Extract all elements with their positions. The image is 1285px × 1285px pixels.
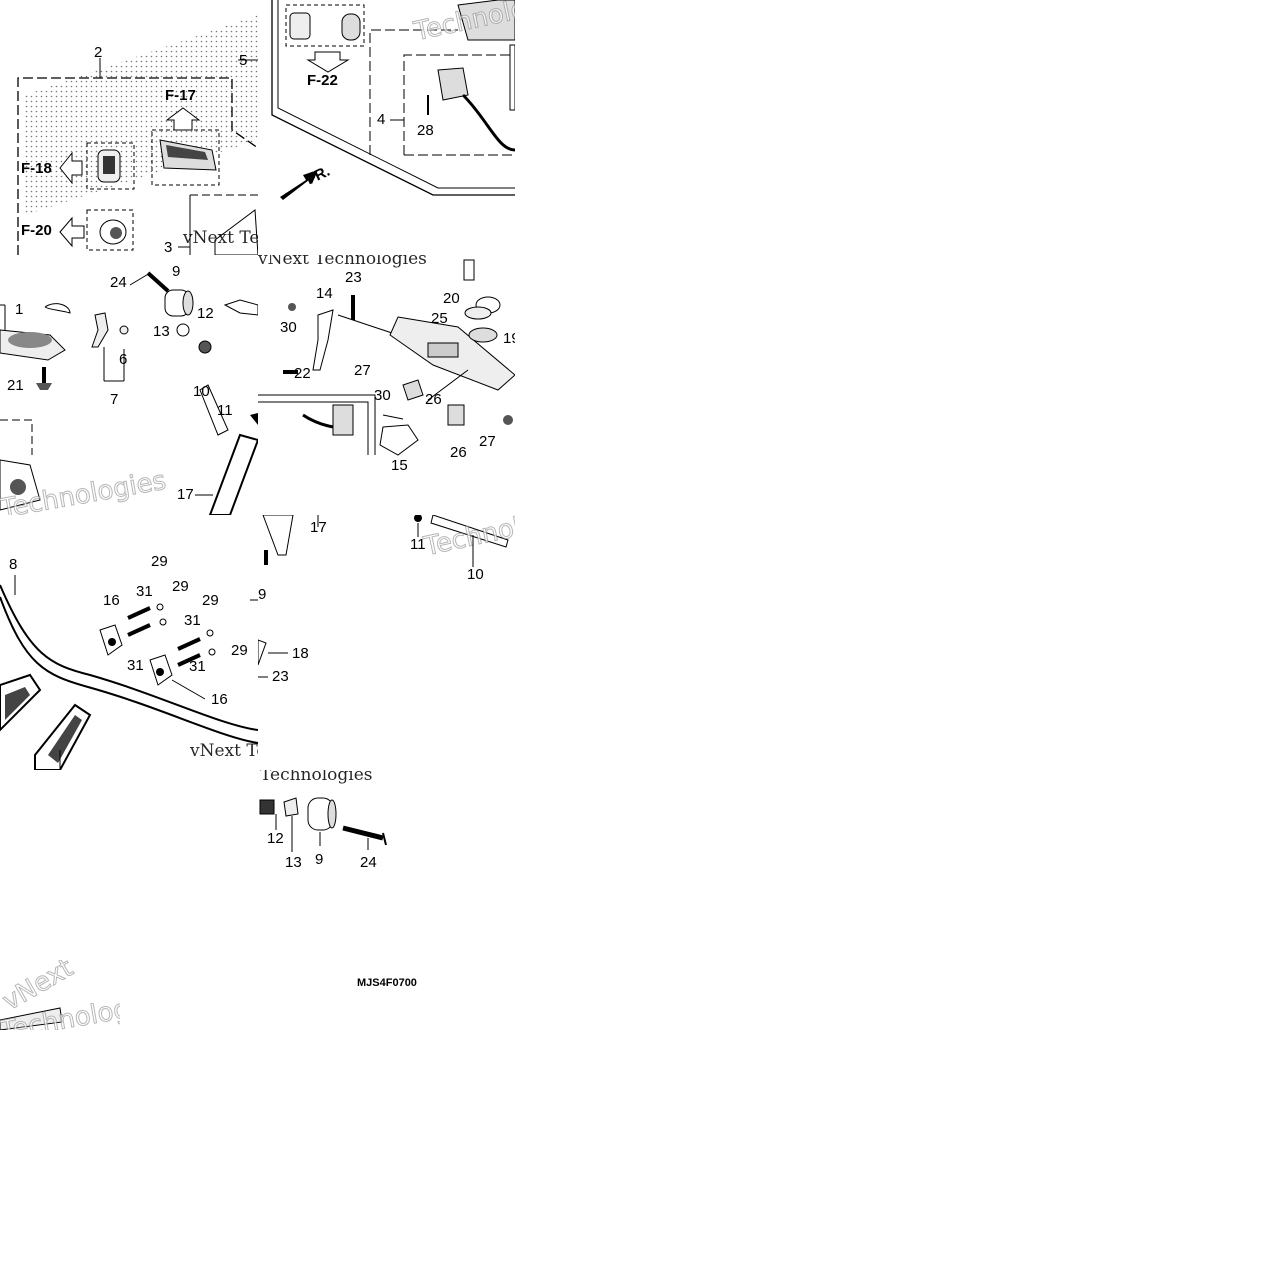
callout-25: 25 [431, 310, 448, 327]
ref-f22[interactable]: F-22 [307, 72, 338, 89]
callout-20: 20 [443, 290, 460, 307]
callout-11: 11 [410, 536, 426, 553]
tile-mid-right: 23 14 20 25 19 30 22 27 30 26 27 15 26 v… [258, 255, 515, 515]
callout-13: 13 [153, 323, 170, 340]
callout-26-b: 26 [450, 444, 467, 461]
callout-17: 17 [177, 486, 194, 503]
callout-24: 24 [110, 274, 127, 291]
callout-23: 23 [345, 269, 362, 286]
tile-top-left-drawing [17, 15, 258, 255]
callout-14: 14 [316, 285, 333, 302]
callout-18: 18 [292, 645, 309, 662]
callout-30: 30 [280, 319, 297, 336]
tile-mid-right-drawing [258, 259, 515, 456]
callout-24: 24 [360, 854, 377, 871]
callout-10: 10 [193, 383, 210, 400]
watermark: vNext Technologies [258, 255, 427, 269]
callout-6: 6 [119, 351, 128, 368]
callout-17: 17 [310, 519, 327, 536]
watermark: Technologies [260, 770, 373, 785]
callout-2: 2 [94, 44, 103, 61]
tile-mid-left: 1 24 9 12 13 6 21 7 10 11 17 Technologie… [0, 255, 258, 515]
callout-12: 12 [197, 305, 214, 322]
tile-top-right: 4 28 F-22 FR. Technologies [258, 0, 515, 255]
callout-8: 8 [9, 556, 18, 573]
tile-bottom-strip: 12 13 9 24 Technologies [258, 770, 515, 900]
callout-31-b: 31 [184, 612, 201, 629]
diagram-code: MJS4F0700 [357, 977, 417, 989]
tile-bottom-left-fragment-drawing [0, 1007, 63, 1030]
callout-30-b: 30 [374, 387, 391, 404]
callout-9: 9 [172, 263, 181, 280]
callout-9: 9 [258, 586, 267, 603]
callout-16-b: 16 [211, 691, 228, 708]
callout-19: 19 [503, 330, 515, 347]
watermark: vNext Technologies [183, 228, 258, 248]
callout-16: 16 [103, 592, 120, 609]
callout-31-d: 31 [189, 658, 206, 675]
tile-top-left: 2 5 3 F-17 F-18 F-20 vNext Technologies [0, 0, 258, 255]
ref-f18[interactable]: F-18 [21, 160, 52, 177]
ref-f17[interactable]: F-17 [165, 87, 196, 104]
callout-12: 12 [267, 830, 284, 847]
callout-27: 27 [354, 362, 371, 379]
ref-f20[interactable]: F-20 [21, 222, 52, 239]
tile-bottom-left-fragment: vNext Technologies [0, 960, 120, 1030]
callout-28: 28 [417, 122, 434, 139]
callout-31-c: 31 [127, 657, 144, 674]
tile-lower-right: 17 11 10 9 18 23 Technologies [258, 515, 515, 770]
callout-10: 10 [467, 566, 484, 583]
watermark: vNext Technologies [190, 741, 258, 761]
callout-29-c: 29 [202, 592, 219, 609]
callout-3: 3 [164, 239, 173, 255]
callout-21: 21 [7, 377, 24, 394]
callout-13: 13 [285, 854, 302, 871]
callout-7: 7 [110, 391, 119, 408]
callout-31: 31 [136, 583, 153, 600]
callout-1: 1 [15, 301, 24, 318]
callout-9: 9 [315, 851, 324, 868]
callout-22: 22 [294, 365, 311, 382]
tile-bottom-strip-drawing [259, 797, 387, 852]
tile-lower-right-drawing [258, 515, 509, 678]
callout-15: 15 [391, 457, 408, 474]
callout-29-d: 29 [231, 642, 248, 659]
tile-lower-left: 8 29 31 29 16 29 31 31 29 31 16 vNext Te… [0, 515, 258, 770]
callout-23: 23 [272, 668, 289, 685]
callout-27-b: 27 [479, 433, 496, 450]
callout-29-b: 29 [172, 578, 189, 595]
callout-4: 4 [377, 111, 386, 128]
callout-11: 11 [217, 402, 233, 419]
tile-mid-left-drawing [0, 271, 258, 515]
tile-top-right-drawing [271, 0, 515, 200]
callout-29: 29 [151, 553, 168, 570]
callout-26: 26 [425, 391, 442, 408]
tile-lower-left-drawing [0, 575, 258, 770]
callout-5: 5 [239, 52, 248, 69]
